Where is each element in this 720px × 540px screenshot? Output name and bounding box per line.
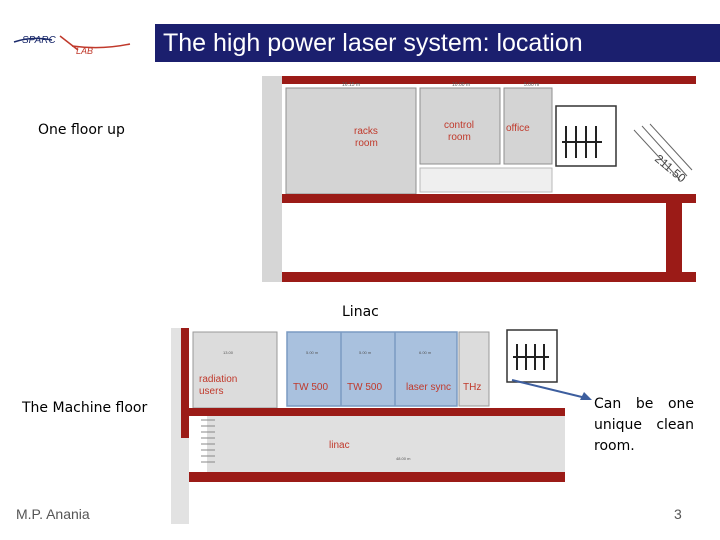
linac-top-label: Linac	[342, 304, 379, 320]
room-label-office: office	[506, 123, 530, 134]
title-bar	[155, 24, 720, 62]
room-label-thz: THz	[463, 382, 481, 393]
room-label-linac: linac	[329, 440, 350, 451]
room-label-racks: room	[355, 138, 378, 149]
upper-floor-label: One floor up	[38, 122, 125, 138]
logo-top-text: SPARC	[22, 35, 56, 46]
room-label-laser-sync: laser sync	[406, 382, 451, 393]
room-label-radiation: users	[199, 386, 223, 397]
machine-floor-label: The Machine floor	[22, 400, 148, 416]
dimension-label: 16.15 m	[342, 82, 360, 88]
room-label-tw1: TW 500	[293, 382, 328, 393]
page-number: 3	[674, 506, 682, 522]
dimension-label: 48.00 m	[396, 456, 411, 461]
pointer-arrow	[511, 379, 592, 400]
dimension-label: 10.00 m	[452, 82, 470, 88]
dimension-label: 5.00 m	[306, 350, 319, 355]
machine-floor-plan: 13.00 5.00 m 5.00 m 6.00 m 48.00 m radia…	[171, 312, 565, 524]
sparc-lab-logo: SPARC LAB	[13, 35, 131, 56]
dimension-label: 6.00 m	[419, 350, 432, 355]
room-label-racks: racks	[354, 126, 378, 137]
clean-room-note: Can be one unique clean room.	[594, 396, 694, 454]
room-label-control: control	[444, 120, 474, 131]
upper-floor-plan: 211.50 16.15 m 10.00 m 5.00 m racks room…	[262, 76, 696, 290]
room-label-control: room	[448, 132, 471, 143]
dimension-label: 13.00	[223, 350, 234, 355]
logo-bottom-text: LAB	[76, 46, 93, 56]
room-label-radiation: radiation	[199, 374, 237, 385]
dimension-label: 5.00 m	[359, 350, 372, 355]
author-footer: M.P. Anania	[16, 506, 90, 522]
room-label-tw2: TW 500	[347, 382, 382, 393]
page-title: The high power laser system: location	[163, 29, 583, 57]
dimension-label: 5.00 m	[524, 82, 539, 88]
